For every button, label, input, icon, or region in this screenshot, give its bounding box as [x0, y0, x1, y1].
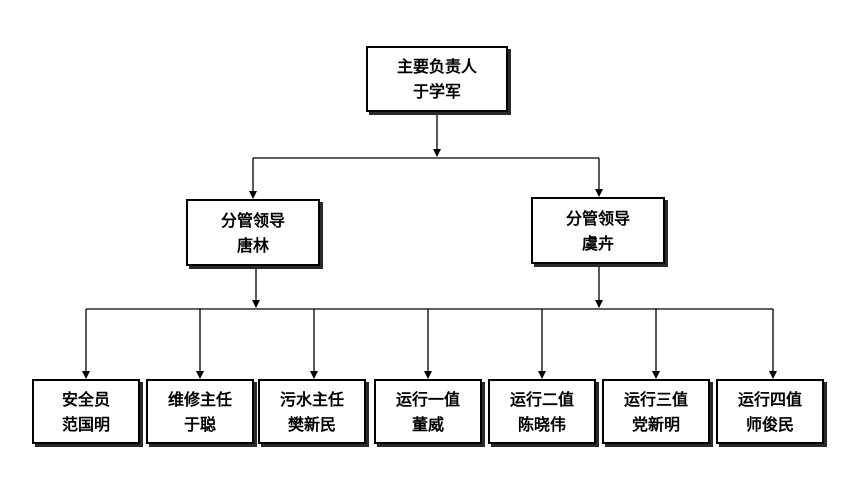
staff-role: 运行四值 [737, 389, 802, 409]
manager-1-name: 唐林 [236, 235, 269, 255]
manager-2-name: 虞卉 [581, 233, 614, 253]
staff-box-shift-4: 运行四值 师俊民 [716, 379, 824, 444]
staff-box-sewage: 污水主任 樊新民 [258, 379, 366, 444]
top-leader-box: 主要负责人 于学军 [366, 46, 508, 112]
staff-role: 安全员 [61, 389, 110, 409]
staff-name: 董威 [411, 414, 444, 434]
manager-box-2: 分管领导 虞卉 [531, 197, 665, 264]
staff-role: 运行三值 [623, 389, 688, 409]
staff-name: 陈晓伟 [517, 414, 566, 434]
staff-box-shift-2: 运行二值 陈晓伟 [488, 379, 596, 444]
staff-name: 师俊民 [745, 414, 794, 434]
staff-role: 污水主任 [279, 389, 344, 409]
staff-name: 党新明 [631, 414, 680, 434]
staff-name: 范国明 [61, 414, 110, 434]
staff-role: 运行二值 [509, 389, 574, 409]
staff-role: 运行一值 [395, 389, 460, 409]
staff-box-shift-3: 运行三值 党新明 [602, 379, 710, 444]
staff-box-shift-1: 运行一值 董威 [374, 379, 482, 444]
staff-name: 于聪 [183, 414, 216, 434]
staff-role: 维修主任 [167, 389, 232, 409]
manager-1-role: 分管领导 [220, 210, 285, 230]
staff-name: 樊新民 [287, 414, 336, 434]
staff-box-maintenance: 维修主任 于聪 [146, 379, 254, 444]
top-leader-role: 主要负责人 [396, 57, 477, 76]
staff-box-safety: 安全员 范国明 [32, 379, 140, 444]
top-leader-name: 于学军 [412, 82, 461, 101]
manager-box-1: 分管领导 唐林 [186, 199, 320, 266]
manager-2-role: 分管领导 [565, 208, 630, 228]
